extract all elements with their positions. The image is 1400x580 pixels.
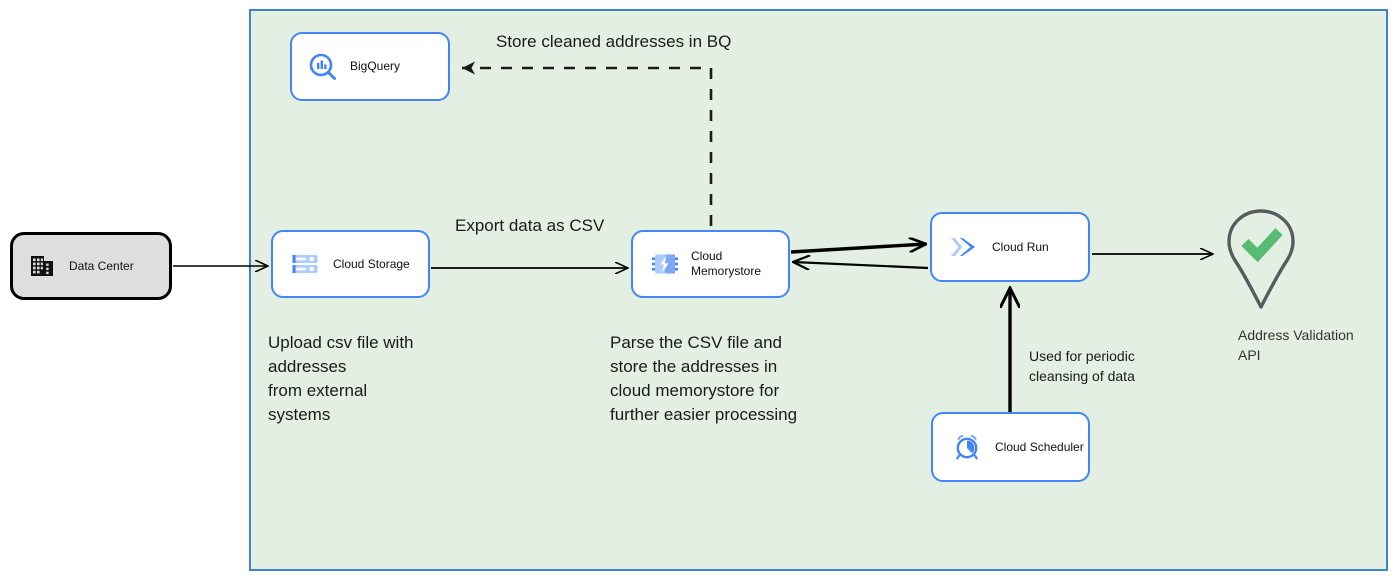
node-cloud-scheduler[interactable]: Cloud Scheduler [931, 412, 1090, 482]
node-bigquery[interactable]: BigQuery [290, 32, 450, 101]
node-label: Data Center [69, 258, 134, 273]
data-center-icon [29, 253, 55, 279]
cloud-run-icon [948, 233, 980, 261]
map-pin-check-icon [1227, 209, 1295, 309]
node-label: Cloud Run [992, 239, 1049, 254]
node-cloud-memorystore[interactable]: Cloud Memorystore [631, 230, 790, 298]
annotation-parse-csv: Parse the CSV file and store the address… [610, 333, 798, 425]
cloud-scheduler-icon [953, 433, 981, 461]
node-label: BigQuery [350, 59, 401, 73]
label-address-validation-api: Address Validation API [1238, 327, 1354, 364]
node-data-center[interactable]: Data Center [10, 232, 172, 300]
node-label: Cloud Storage [333, 256, 410, 271]
google-cloud-boundary [249, 9, 1388, 571]
edge-label-export-csv: Export data as CSV [455, 216, 605, 235]
node-label: Cloud Memorystore [691, 249, 762, 278]
node-label: Cloud Scheduler [995, 439, 1084, 454]
bigquery-icon [308, 52, 338, 82]
edge-label-scheduler-note: Used for periodic cleansing of data [1029, 348, 1135, 385]
cloud-memorystore-icon [651, 250, 679, 278]
edge-label-store-in-bq: Store cleaned addresses in BQ [496, 32, 732, 51]
node-cloud-storage[interactable]: Cloud Storage [271, 230, 430, 298]
annotation-upload-csv: Upload csv file with addresses from exte… [268, 333, 414, 425]
node-address-validation-api[interactable] [1218, 206, 1304, 310]
node-cloud-run[interactable]: Cloud Run [930, 212, 1090, 282]
cloud-storage-icon [291, 250, 319, 278]
